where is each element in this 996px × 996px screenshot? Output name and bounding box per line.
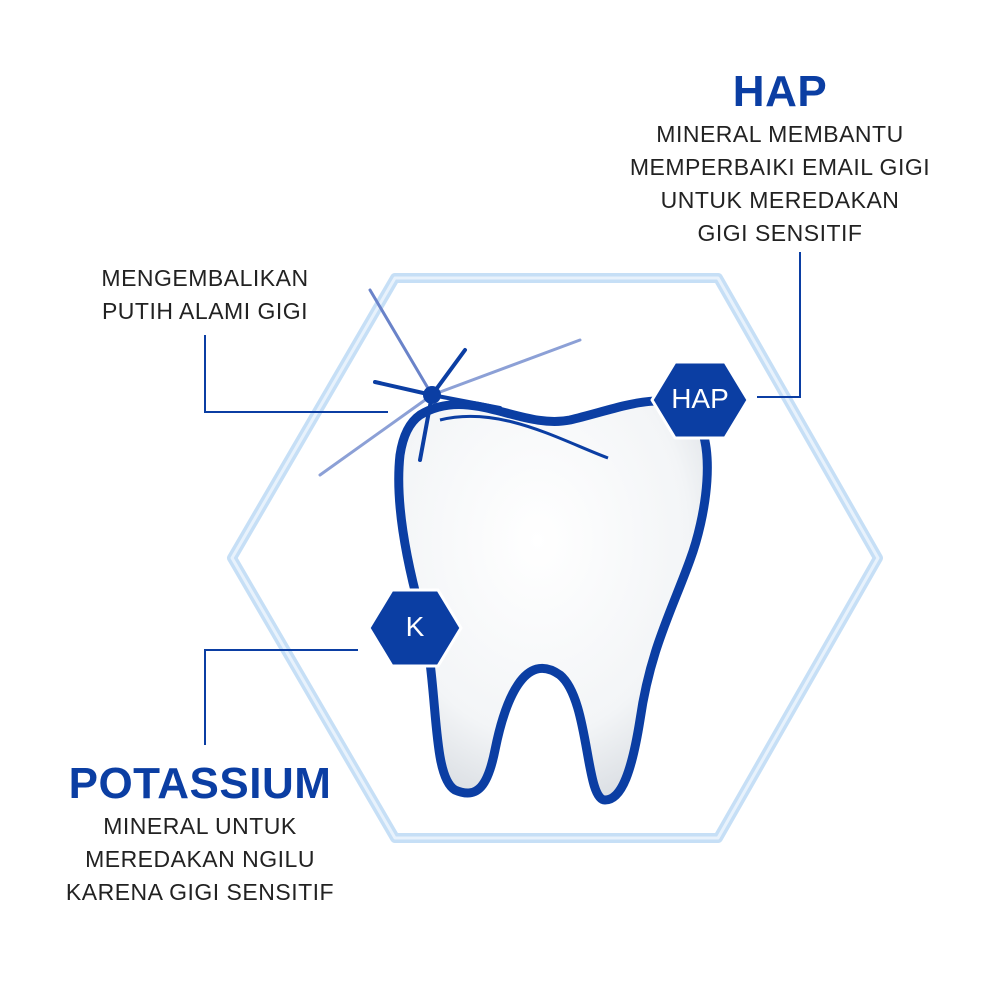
whitening-line: MENGEMBALIKAN	[101, 265, 309, 291]
whitening-callout: MENGEMBALIKAN PUTIH ALAMI GIGI	[70, 262, 340, 328]
hap-connector-line	[757, 252, 801, 398]
tooth-crown-line	[439, 414, 609, 460]
potassium-badge	[367, 588, 463, 668]
hap-badge	[650, 360, 750, 440]
potassium-line: MEREDAKAN NGILU	[85, 846, 315, 872]
potassium-badge-label: K	[405, 611, 425, 642]
potassium-line: KARENA GIGI SENSITIF	[65, 879, 335, 905]
hexagon-frame-highlight	[230, 276, 880, 840]
whitening-line: PUTIH ALAMI GIGI	[101, 298, 309, 324]
potassium-line: MINERAL UNTUK	[103, 813, 297, 839]
sparkle-icon	[318, 288, 582, 477]
hap-callout: HAP MINERAL MEMBANTU MEMPERBAIKI EMAIL G…	[620, 66, 940, 250]
hap-line: UNTUK MEREDAKAN	[660, 187, 900, 213]
hap-title: HAP	[732, 67, 828, 116]
potassium-connector-line	[204, 649, 358, 745]
hap-line: MINERAL MEMBANTU	[656, 121, 904, 147]
hap-line: GIGI SENSITIF	[697, 220, 863, 246]
potassium-title: POTASSIUM	[68, 759, 332, 808]
whitening-connector-line	[204, 335, 388, 413]
hap-badge-label: HAP	[671, 383, 729, 414]
hap-line: MEMPERBAIKI EMAIL GIGI	[629, 154, 931, 180]
potassium-callout: POTASSIUM MINERAL UNTUK MEREDAKAN NGILU …	[50, 758, 350, 909]
